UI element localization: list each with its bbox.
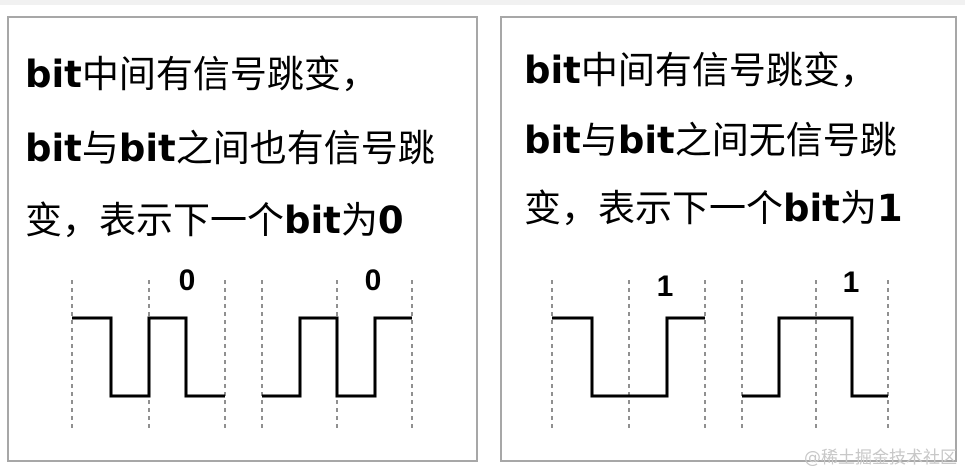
caption-run: bit	[783, 187, 840, 230]
left-caption-line-1: bit中间有信号跳变，	[25, 56, 378, 93]
caption-run: 1	[876, 187, 903, 230]
caption-run: 为	[839, 187, 877, 230]
right-caption-line-2: bit与bit之间无信号跳	[524, 122, 897, 159]
caption-run: 与	[81, 127, 119, 170]
right-bit-label-1: 1	[657, 270, 674, 303]
left-bit-label-2: 0	[365, 264, 382, 297]
caption-run: bit	[25, 53, 82, 96]
right-panel: bit中间有信号跳变， bit与bit之间无信号跳 变，表示下一个bit为1 1…	[500, 16, 957, 462]
caption-run: 为	[340, 199, 378, 242]
caption-run: 与	[580, 119, 618, 162]
caption-run: 变，表示下一个	[25, 199, 284, 242]
left-panel: bit中间有信号跳变， bit与bit之间也有信号跳 变，表示下一个bit为0 …	[7, 16, 478, 462]
right-caption-line-3: 变，表示下一个bit为1	[524, 190, 903, 227]
caption-run: 之间无信号跳	[674, 119, 897, 162]
left-caption-line-2: bit与bit之间也有信号跳	[25, 130, 435, 167]
caption-run: 0	[377, 199, 404, 242]
left-bit-label-1: 0	[179, 264, 196, 297]
right-bit-label-2: 1	[843, 266, 860, 299]
caption-run: bit	[524, 49, 581, 92]
left-waveform: 0 0	[71, 264, 413, 430]
caption-run: bit	[524, 119, 581, 162]
caption-run: 变，表示下一个	[524, 187, 783, 230]
caption-run: bit	[617, 119, 675, 162]
right-caption-line-1: bit中间有信号跳变，	[524, 52, 877, 89]
left-caption-line-3: 变，表示下一个bit为0	[25, 202, 404, 239]
right-waveform: 1 1	[551, 266, 889, 430]
top-strip	[0, 0, 965, 5]
caption-run: 之间也有信号跳	[175, 127, 435, 170]
caption-run: 中间有信号跳变，	[81, 53, 378, 96]
caption-run: 中间有信号跳变，	[580, 49, 877, 92]
caption-run: bit	[25, 127, 82, 170]
caption-run: bit	[118, 127, 176, 170]
watermark: @稀土掘金技术社区	[804, 448, 957, 468]
caption-run: bit	[284, 199, 341, 242]
